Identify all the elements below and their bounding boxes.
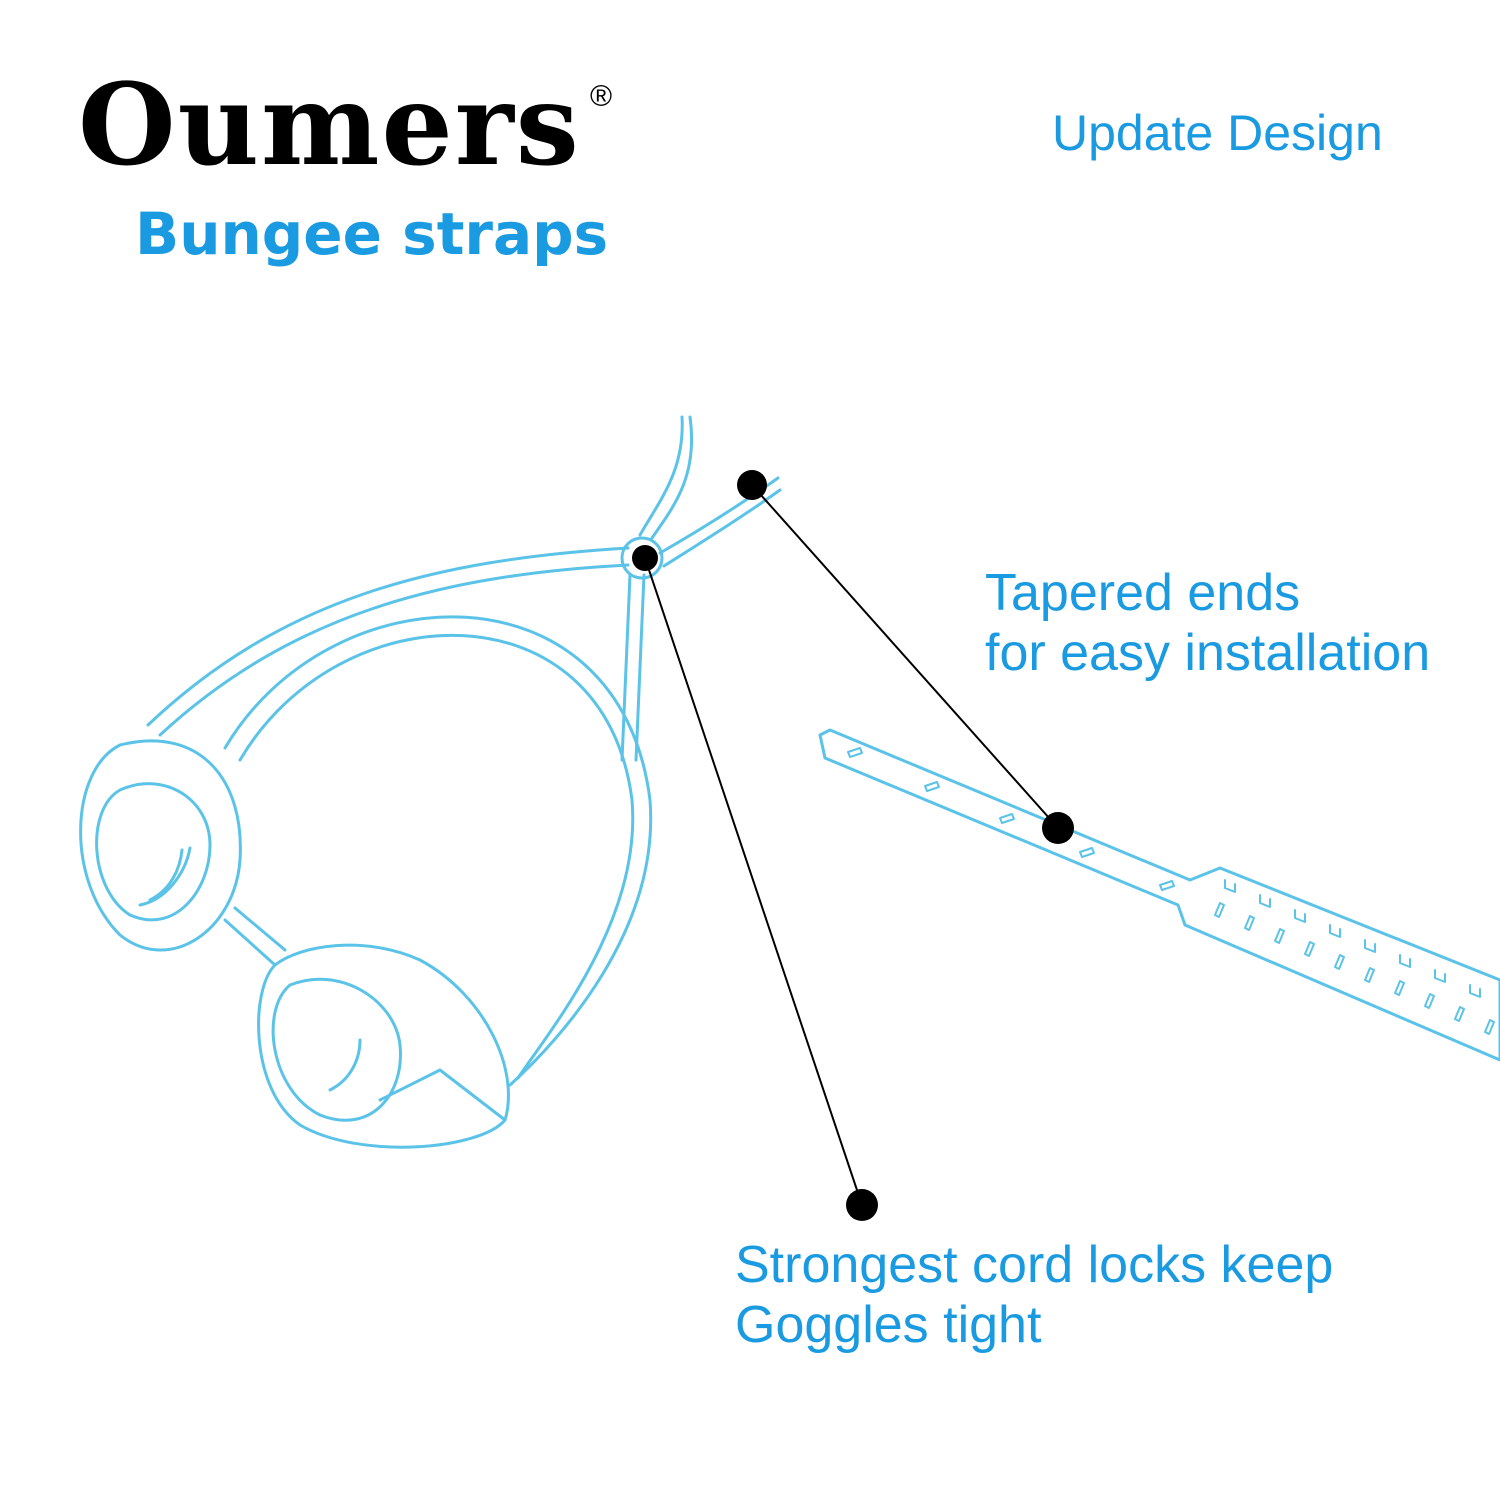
nose-bridge-icon	[223, 906, 287, 967]
leader-line-tapered	[751, 484, 1059, 829]
right-lens-shell-icon	[257, 943, 510, 1149]
strap-upper-inner-icon	[158, 563, 630, 737]
marker-dot-tapered-strap	[1042, 812, 1074, 844]
strap-teeth-icon	[1224, 879, 1481, 998]
cord-up-a-icon	[638, 415, 684, 537]
right-lens-glint-icon	[328, 1038, 362, 1092]
cord-end-b-icon	[662, 488, 782, 568]
callout-tapered-line2: for easy installation	[985, 624, 1431, 682]
strap-down-b-icon	[634, 573, 646, 762]
brand-logo: Oumers	[78, 60, 581, 191]
marker-dot-tapered-top	[737, 470, 767, 500]
registered-mark: ®	[590, 80, 613, 113]
strap-loop-outer-icon	[223, 615, 653, 1087]
left-lens-inner-icon	[95, 782, 212, 922]
strap-down-a-icon	[620, 573, 632, 762]
marker-dot-cordlock-bottom	[846, 1189, 878, 1221]
right-lens-inner-icon	[271, 977, 402, 1122]
left-lens-glint-icon	[148, 848, 184, 902]
product-name: Bungee straps	[135, 200, 609, 268]
left-lens-shell-icon	[79, 739, 242, 952]
strap-upper-outer-icon	[146, 546, 630, 727]
callout-cordlock-line1: Strongest cord locks keep	[735, 1236, 1334, 1294]
strap-loop-inner-icon	[238, 633, 635, 1080]
callout-cord-locks: Strongest cord locks keep Goggles tight	[735, 1235, 1333, 1355]
left-lens-glint2-icon	[138, 846, 192, 907]
marker-dot-cordlock-top	[632, 545, 658, 571]
cord-lock-outer-icon	[620, 536, 664, 580]
right-lens-wedge-icon	[378, 1068, 507, 1122]
strap-perforations-icon	[847, 747, 1495, 1035]
update-design-label: Update Design	[1052, 105, 1383, 161]
cord-up-b-icon	[650, 415, 694, 540]
callout-tapered-ends: Tapered ends for easy installation	[985, 563, 1430, 683]
tapered-strap-icon	[818, 728, 1500, 1062]
leader-line-cordlock	[644, 557, 863, 1206]
callout-cordlock-line2: Goggles tight	[735, 1296, 1042, 1354]
callout-tapered-line1: Tapered ends	[985, 564, 1301, 622]
